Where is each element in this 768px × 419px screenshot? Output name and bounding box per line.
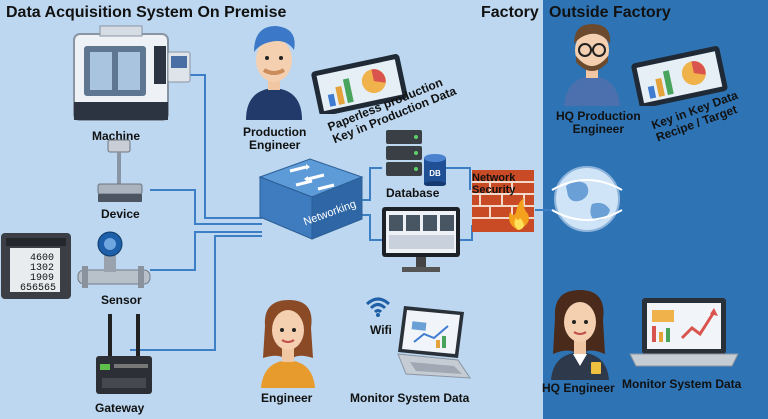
wifi-label: Wifi bbox=[370, 323, 392, 337]
cnc-machine-icon bbox=[73, 25, 191, 121]
sensor-label: Sensor bbox=[101, 293, 142, 307]
wire-device bbox=[150, 189, 262, 225]
flow-sensor-icon bbox=[77, 231, 151, 288]
meter-reading-3: 1909 bbox=[30, 273, 54, 284]
production-engineer-avatar-icon bbox=[246, 26, 302, 120]
hq-tablet-chart-icon bbox=[631, 46, 728, 106]
monitoring-pc-icon bbox=[382, 207, 460, 272]
on-premise-header: Data Acquisition System On Premise bbox=[6, 4, 287, 21]
meter-reading-4: 656565 bbox=[20, 283, 56, 294]
machine-label: Machine bbox=[92, 129, 141, 143]
hq-production-engineer-label: HQ Production Engineer bbox=[556, 109, 641, 136]
wire-gateway bbox=[130, 235, 262, 351]
database-server-icon: DB bbox=[386, 130, 446, 186]
laptop-dashboard-icon bbox=[397, 306, 471, 379]
power-meter-icon: 4600 1302 1909 656565 bbox=[1, 233, 71, 299]
internet-globe-icon bbox=[551, 166, 623, 232]
engineer-label: Engineer bbox=[261, 391, 313, 405]
firewall-icon bbox=[472, 170, 534, 232]
db-badge: DB bbox=[429, 169, 441, 178]
tablet-chart-icon bbox=[311, 54, 408, 114]
database-label: Database bbox=[386, 186, 440, 200]
engineer-avatar-icon bbox=[261, 300, 315, 388]
gateway-router-icon bbox=[96, 314, 152, 394]
meter-reading-1: 4600 bbox=[30, 253, 54, 264]
device-label: Device bbox=[101, 207, 140, 221]
meter-reading-2: 1302 bbox=[30, 263, 54, 274]
hq-engineer-avatar-icon bbox=[551, 290, 609, 380]
wire-sensor bbox=[150, 231, 262, 271]
monitor-system-data-label: Monitor System Data bbox=[350, 391, 470, 405]
wifi-icon bbox=[365, 297, 391, 317]
network-switch-icon bbox=[258, 158, 364, 240]
hq-engineer-label: HQ Engineer bbox=[542, 381, 615, 395]
hq-monitor-system-data-label: Monitor System Data bbox=[622, 377, 742, 391]
hq-laptop-dashboard-icon bbox=[629, 298, 739, 367]
weighing-scale-icon bbox=[97, 139, 143, 202]
gateway-label: Gateway bbox=[95, 401, 145, 415]
factory-header: Factory bbox=[481, 4, 539, 21]
hq-production-engineer-avatar-icon bbox=[564, 24, 620, 106]
wire-db-security bbox=[445, 167, 471, 190]
network-security-label: Network Security bbox=[472, 172, 516, 196]
outside-factory-header: Outside Factory bbox=[549, 4, 671, 21]
production-engineer-label: Production Engineer bbox=[243, 125, 307, 152]
